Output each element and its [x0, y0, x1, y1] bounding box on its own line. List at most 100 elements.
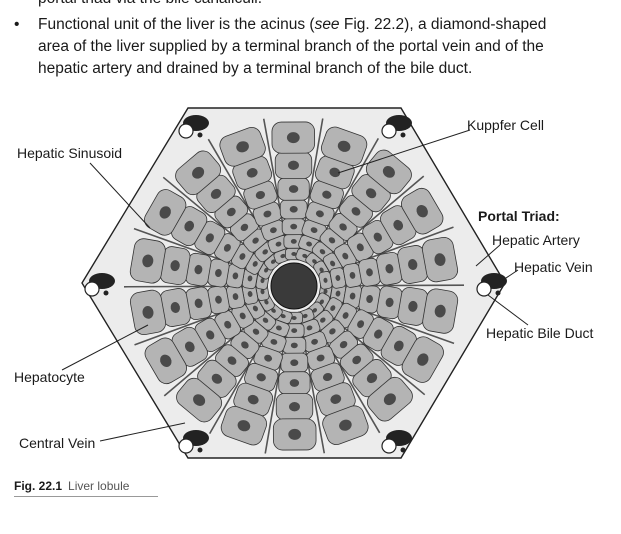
hepatocyte-nucleus — [330, 260, 336, 267]
hepatocyte-nucleus — [320, 317, 326, 323]
hepatocyte-nucleus — [223, 244, 231, 252]
leader-bile-duct — [487, 294, 529, 326]
hepatocyte — [244, 362, 279, 392]
hepatocyte-nucleus — [329, 167, 341, 178]
hepatocyte-nucleus — [329, 328, 336, 335]
hepatocyte-nucleus — [236, 141, 249, 153]
hepatocyte — [358, 257, 381, 287]
hepatocyte — [329, 267, 347, 289]
hepatocyte — [320, 126, 368, 166]
hepatocyte-nucleus — [385, 297, 394, 308]
hepatocyte-nucleus — [291, 328, 298, 333]
hepatocyte-nucleus — [247, 394, 259, 405]
portal-triad — [381, 115, 412, 139]
hepatocyte-nucleus — [288, 185, 299, 193]
hepatocyte — [342, 262, 363, 288]
hepatocyte-nucleus — [194, 298, 203, 308]
text-line-1-pre: Functional unit of the liver is the acin… — [38, 16, 315, 33]
hepatocyte-nucleus — [365, 188, 377, 199]
hepatic-artery — [84, 281, 100, 297]
hepatocyte — [261, 331, 287, 353]
hepatocyte-nucleus — [434, 304, 446, 318]
leader-sinusoid — [89, 162, 151, 229]
label-hepatic-vein: Hepatic Vein — [514, 259, 593, 275]
hepatocyte-nucleus — [434, 253, 446, 266]
hepatocyte — [207, 285, 230, 315]
hepatocyte — [219, 127, 266, 167]
hepatocyte — [175, 150, 222, 196]
hepatocyte — [176, 377, 223, 423]
hepatocyte-nucleus — [286, 132, 300, 144]
hepatocyte-nucleus — [289, 379, 300, 387]
hepatocyte-nucleus — [239, 312, 246, 320]
hepatocyte-nucleus — [270, 259, 276, 264]
label-central-vein: Central Vein — [19, 435, 96, 451]
label-hepatic-sinusoid: Hepatic Sinusoid — [17, 145, 123, 161]
leader-lines — [61, 129, 529, 442]
hepatocyte-nucleus — [385, 264, 394, 274]
hepatocyte-nucleus — [252, 261, 258, 267]
hepatocyte-nucleus — [302, 313, 308, 319]
hepatocyte-nucleus — [339, 419, 352, 431]
hepatocyte-nucleus — [288, 160, 299, 170]
hepatocyte-nucleus — [246, 168, 258, 178]
hepatocyte-nucleus — [319, 267, 324, 273]
hepatocyte — [277, 177, 310, 201]
hepatocyte-nucleus — [352, 355, 362, 365]
hepatocyte-nucleus — [316, 354, 325, 362]
hepatocyte-nucleus — [232, 272, 239, 280]
text-line-2: area of the liver supplied by a terminal… — [38, 38, 544, 55]
hepatocyte-nucleus — [383, 393, 396, 406]
hepatocyte-nucleus — [357, 320, 365, 328]
hepatocyte-nucleus — [330, 394, 342, 404]
hepatocyte — [233, 382, 274, 417]
hepatocyte-nucleus — [142, 306, 154, 319]
hepatocyte-nucleus — [290, 239, 297, 244]
hepatocyte-nucleus — [290, 223, 298, 230]
text-line-1: Functional unit of the liver is the acin… — [38, 14, 546, 35]
hepatocyte — [278, 371, 311, 395]
hepatocyte-nucleus — [184, 341, 195, 353]
leader-kupffer — [337, 129, 471, 174]
hepatocyte-nucleus — [215, 295, 222, 304]
hepatocyte-nucleus — [280, 314, 286, 319]
text-line-1-see: see — [314, 16, 340, 33]
hepatocyte-nucleus — [260, 278, 265, 284]
hepatocyte-nucleus — [393, 340, 404, 352]
hepatocyte — [401, 336, 444, 383]
hepatocyte-nucleus — [237, 420, 251, 432]
label-hepatic-artery: Hepatic Artery — [492, 232, 580, 248]
hepatocyte-nucleus — [349, 271, 356, 279]
portal-triad — [381, 430, 412, 454]
hepatocyte — [252, 201, 283, 227]
text-line-1-post: Fig. 22.2), a diamond-shaped — [339, 16, 547, 33]
hepatocyte-nucleus — [262, 317, 269, 323]
leader-vein — [496, 269, 519, 285]
hepatocyte — [274, 151, 313, 180]
hepatocyte-nucleus — [290, 342, 298, 349]
hepatocyte-nucleus — [417, 353, 429, 366]
hepatocyte — [275, 392, 314, 421]
hepatocyte-nucleus — [280, 253, 286, 259]
label-hepatocyte: Hepatocyte — [14, 369, 85, 385]
hepatocyte — [421, 236, 459, 283]
hepatocyte-nucleus — [319, 249, 326, 255]
hepatocyte-nucleus — [226, 207, 236, 217]
hepatocyte-nucleus — [260, 289, 265, 295]
hepatocyte-nucleus — [306, 325, 313, 331]
hepatocyte-nucleus — [264, 354, 273, 362]
hepatocyte-nucleus — [374, 329, 383, 339]
hepatocyte-nucleus — [270, 227, 277, 234]
hepatocyte-nucleus — [291, 251, 297, 257]
hepatic-bile-duct — [197, 447, 203, 453]
hepatocyte-nucleus — [342, 312, 349, 319]
hepatocyte-nucleus — [224, 320, 232, 329]
caption-underline — [14, 496, 158, 497]
leader-artery — [475, 244, 501, 267]
hepatocyte — [366, 376, 413, 422]
hepatocyte-nucleus — [289, 205, 298, 213]
label-portal-triad: Portal Triad: — [478, 208, 560, 224]
hepatocyte-nucleus — [193, 394, 206, 406]
